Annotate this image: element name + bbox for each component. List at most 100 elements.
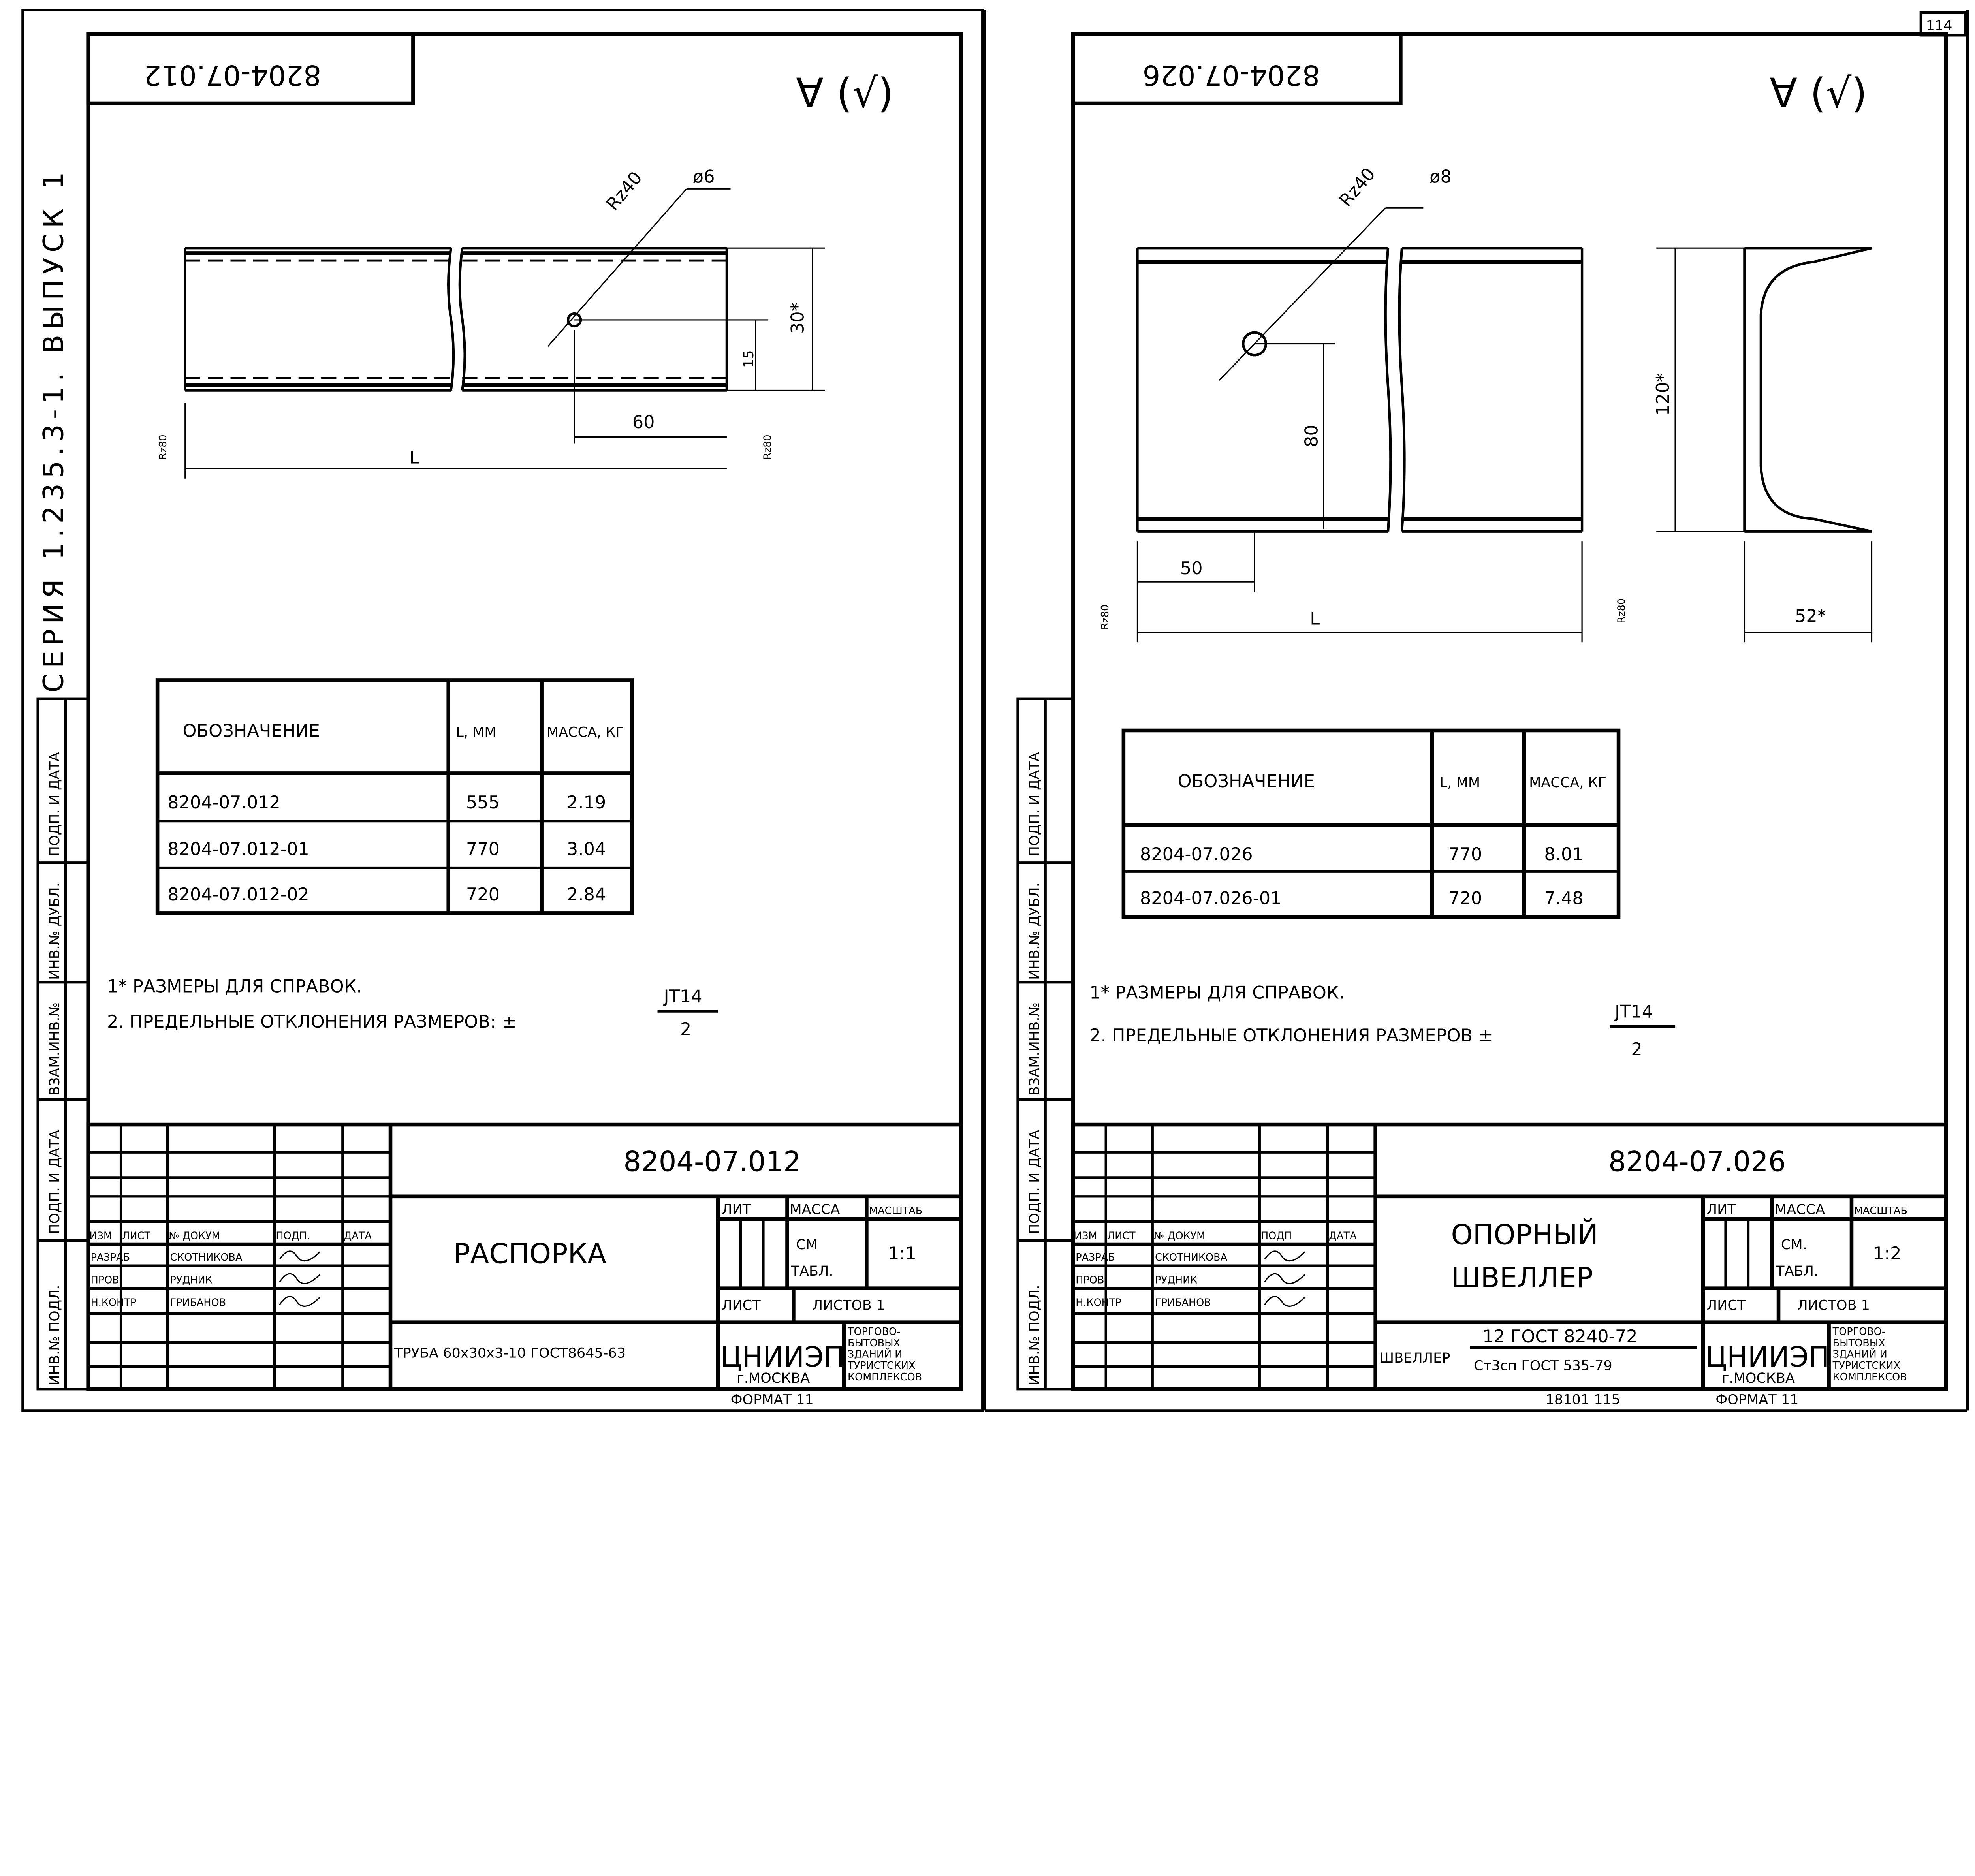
archive-number: 18101 115	[1546, 1391, 1621, 1408]
drawing-sheet: 114 СЕРИЯ 1.235.3-1. ВЫПУСК 1 ПОДП. И ДА…	[21, 9, 1969, 1412]
signature	[1264, 1250, 1305, 1262]
role-label: ПРОВ.	[91, 1274, 122, 1286]
dim-label: 52*	[1795, 606, 1826, 626]
table-header: ОБОЗНАЧЕНИЕ	[1177, 771, 1315, 791]
organization-description: КОМПЛЕКСОВ	[848, 1371, 922, 1383]
organization-description: ТУРИСТСКИХ	[847, 1360, 915, 1372]
signature	[1264, 1296, 1305, 1307]
column-header: ПОДП	[1261, 1230, 1292, 1242]
mass-value: СМ.	[1781, 1237, 1807, 1253]
roughness-mark: ∀ (√)	[1770, 70, 1867, 117]
part-name: РАСПОРКА	[453, 1237, 606, 1270]
role-label: РАЗРАБ	[91, 1252, 130, 1263]
table-header: L, ММ	[456, 724, 496, 740]
part-name: ШВЕЛЛЕР	[1451, 1261, 1593, 1294]
table-cell: 720	[466, 884, 500, 905]
lit-label: ЛИТ	[722, 1201, 751, 1218]
table-cell: 720	[1448, 888, 1482, 909]
scale-value: 1:1	[888, 1243, 916, 1264]
dim-label: ø8	[1430, 166, 1452, 187]
note-fraction-den: 2	[1631, 1039, 1642, 1060]
signature	[279, 1250, 321, 1262]
scale-label: МАСШТАБ	[1854, 1205, 1907, 1217]
table-cell: 2.19	[567, 792, 606, 813]
signature	[1264, 1273, 1305, 1284]
column-header: ДАТА	[1329, 1230, 1357, 1242]
note-fraction-den: 2	[680, 1019, 691, 1040]
title-block-frame	[1071, 1122, 1948, 1391]
table-header: L, ММ	[1440, 774, 1480, 791]
left-strip: ПОДП. И ДАТА ИНВ.№ ДУБЛ. ВЗАМ.ИНВ.№ ПОДП…	[36, 697, 90, 1391]
left-outer-frame	[21, 9, 984, 1412]
sheet-label: ЛИСТ	[1707, 1297, 1746, 1313]
mass-label: МАССА	[1775, 1201, 1825, 1218]
organization-description: БЫТОВЫХ	[848, 1337, 900, 1349]
table-cell: 8.01	[1544, 844, 1583, 865]
note-fraction-num: JT14	[1614, 1002, 1653, 1022]
table-cell: 3.04	[567, 839, 606, 859]
page-number-box	[1919, 11, 1966, 37]
part-name: ОПОРНЫЙ	[1451, 1219, 1598, 1251]
column-header: ЛИСТ	[1107, 1230, 1136, 1242]
table-cell: 770	[466, 839, 500, 859]
sheets-count: ЛИСТОВ 1	[1797, 1297, 1870, 1313]
left-inner-frame	[86, 32, 963, 1391]
mass-value: ТАБЛ.	[1776, 1263, 1818, 1279]
material: Ст3сп ГОСТ 535-79	[1474, 1357, 1612, 1374]
spec-table: ОБОЗНАЧЕНИЕ L, ММ МАССА, КГ 8204-07.026 …	[1121, 728, 1621, 919]
mirrored-code: 8204-07.012	[144, 59, 321, 91]
title-block-frame	[86, 1122, 963, 1391]
tube-drawing: Rz40 ø6 30* 15 60 L Rz80 Rz80	[157, 166, 825, 479]
dim-label: 60	[632, 412, 655, 432]
table-header: МАССА, КГ	[1529, 774, 1606, 791]
organization-description: ТУРИСТСКИХ	[1832, 1360, 1900, 1372]
note: 2. ПРЕДЕЛЬНЫЕ ОТКЛОНЕНИЯ РАЗМЕРОВ: ±	[107, 1011, 517, 1032]
sheets-count: ЛИСТОВ 1	[813, 1297, 885, 1313]
right-inner-frame	[1071, 32, 1948, 1391]
spec-table: ОБОЗНАЧЕНИЕ L, ММ МАССА, КГ 8204-07.012 …	[155, 678, 634, 915]
format-label: ФОРМАТ 11	[1715, 1391, 1798, 1408]
dim-label: Rz40	[602, 167, 646, 214]
table-cell: 8204-07.012-01	[167, 839, 309, 859]
material: ТРУБА 60x30x3-10 ГОСТ8645-63	[394, 1345, 626, 1361]
organization: ЦНИИЭП	[720, 1341, 845, 1373]
mirrored-code-box	[1071, 32, 1403, 105]
dim-label: Rz40	[1335, 164, 1379, 211]
mass-label: МАССА	[790, 1201, 840, 1218]
role-label: РАЗРАБ	[1076, 1252, 1115, 1263]
strip-label: ПОДП. И ДАТА	[1027, 752, 1043, 856]
role-label: ПРОВ	[1076, 1274, 1104, 1286]
dim-label: Rz80	[1616, 598, 1628, 624]
person-name: ГРИБАНОВ	[1155, 1297, 1211, 1309]
format-label: ФОРМАТ 11	[730, 1391, 813, 1408]
grid-line	[390, 1194, 961, 1389]
city: г.МОСКВА	[737, 1370, 810, 1386]
organization-description: БЫТОВЫХ	[1833, 1337, 1885, 1349]
organization: ЦНИИЭП	[1706, 1341, 1830, 1373]
scale-value: 1:2	[1873, 1243, 1902, 1264]
table-cell: 8204-07.026-01	[1140, 888, 1282, 909]
strip-label: ВЗАМ.ИНВ.№	[47, 1002, 63, 1096]
note: 1* РАЗМЕРЫ ДЛЯ СПРАВОК.	[1089, 983, 1344, 1003]
table-cell: 8204-07.012	[167, 792, 280, 813]
person-name: РУДНИК	[1155, 1274, 1197, 1286]
drawing-code: 8204-07.012	[623, 1146, 801, 1178]
organization-description: ЗДАНИЙ И	[848, 1348, 902, 1360]
dim-label: Rz80	[157, 434, 169, 460]
strip-label: ВЗАМ.ИНВ.№	[1027, 1002, 1043, 1096]
dim-label: 50	[1180, 558, 1203, 579]
strip-label: ИНВ.№ ПОДЛ.	[47, 1285, 63, 1385]
mirrored-code: 8204-07.026	[1143, 59, 1320, 91]
channel-drawing: Rz40 ø8 120* 80 50 L 52* Rz80 Rz80	[1099, 164, 1873, 643]
strip-label: ИНВ.№ ПОДЛ.	[1027, 1285, 1043, 1385]
roughness-mark: ∀ (√)	[796, 70, 893, 117]
table-cell: 7.48	[1544, 888, 1583, 909]
column-header: № ДОКУМ	[1154, 1230, 1205, 1242]
organization-description: ТОРГОВО-	[1832, 1326, 1885, 1338]
mass-value: СМ	[796, 1237, 818, 1253]
role-label: Н.КОНТР	[91, 1297, 137, 1309]
organization-description: КОМПЛЕКСОВ	[1833, 1371, 1907, 1383]
page-number: 114	[1926, 18, 1952, 34]
